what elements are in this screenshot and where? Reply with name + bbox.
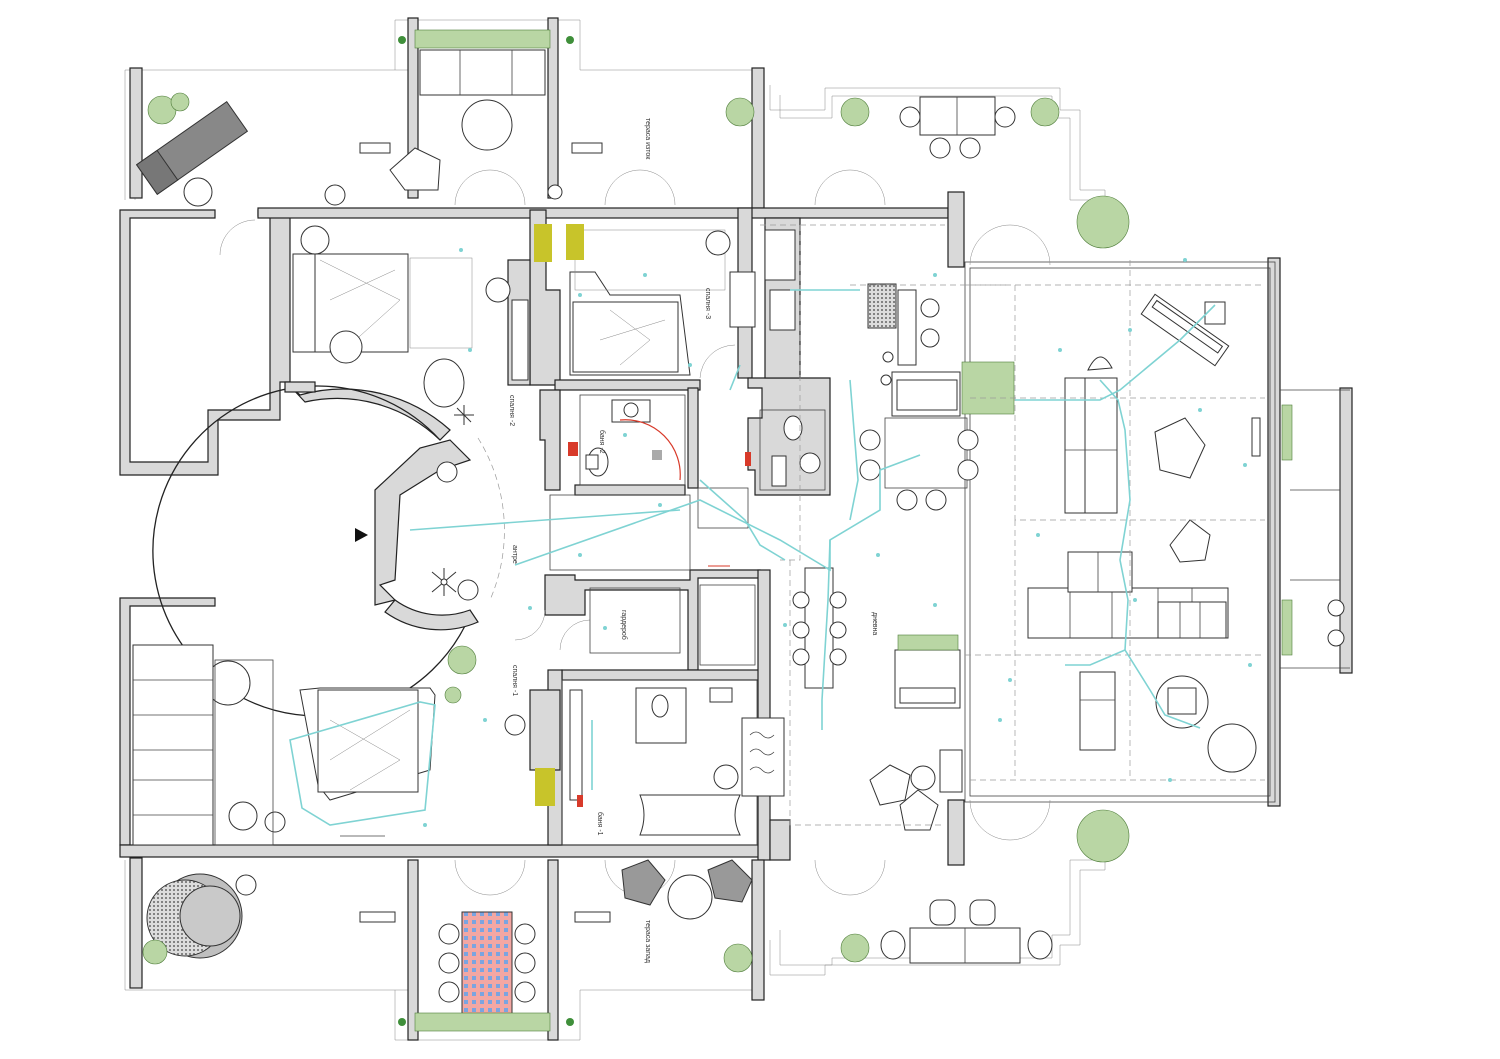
label-terrace-south: тераса запад xyxy=(644,920,651,963)
bedroom-1-furniture xyxy=(132,644,555,846)
label-bedroom-3: спалня -3 xyxy=(704,288,711,319)
bath-2-fixtures xyxy=(568,394,686,486)
bath-1-fixtures xyxy=(561,679,785,846)
label-bath-2: баня -2 xyxy=(598,430,606,454)
triangle-entry-icon xyxy=(355,528,368,542)
label-bath-1: баня -1 xyxy=(596,812,604,836)
label-bedroom-2: спалня -2 xyxy=(508,395,515,426)
north-doors xyxy=(219,169,886,896)
bedroom-3-furniture xyxy=(534,224,756,376)
kitchen-dining xyxy=(792,283,1015,709)
room-labels: тераса изток спалня -3 спалня -2 баня -2… xyxy=(508,118,878,963)
south-terrace-furniture xyxy=(146,749,1053,1026)
living-frame xyxy=(964,224,1350,841)
entry-storage xyxy=(549,487,756,666)
label-entry: антре xyxy=(511,545,518,564)
lighting-tracks xyxy=(289,289,1216,826)
round-hall xyxy=(152,385,505,717)
bath-3-fixtures xyxy=(745,229,826,491)
label-living: дневна xyxy=(871,612,878,635)
label-terrace-north: тераса изток xyxy=(644,118,651,160)
plants xyxy=(142,29,1293,1032)
living-furniture xyxy=(1027,293,1345,773)
label-storage: гардероб xyxy=(620,610,628,640)
north-terrace-furniture xyxy=(135,49,1016,207)
outlet-markers xyxy=(423,248,1252,827)
ceiling-grid xyxy=(760,224,1265,826)
label-bedroom-1: спалня -1 xyxy=(511,665,518,696)
bedroom-2-furniture xyxy=(284,225,529,425)
